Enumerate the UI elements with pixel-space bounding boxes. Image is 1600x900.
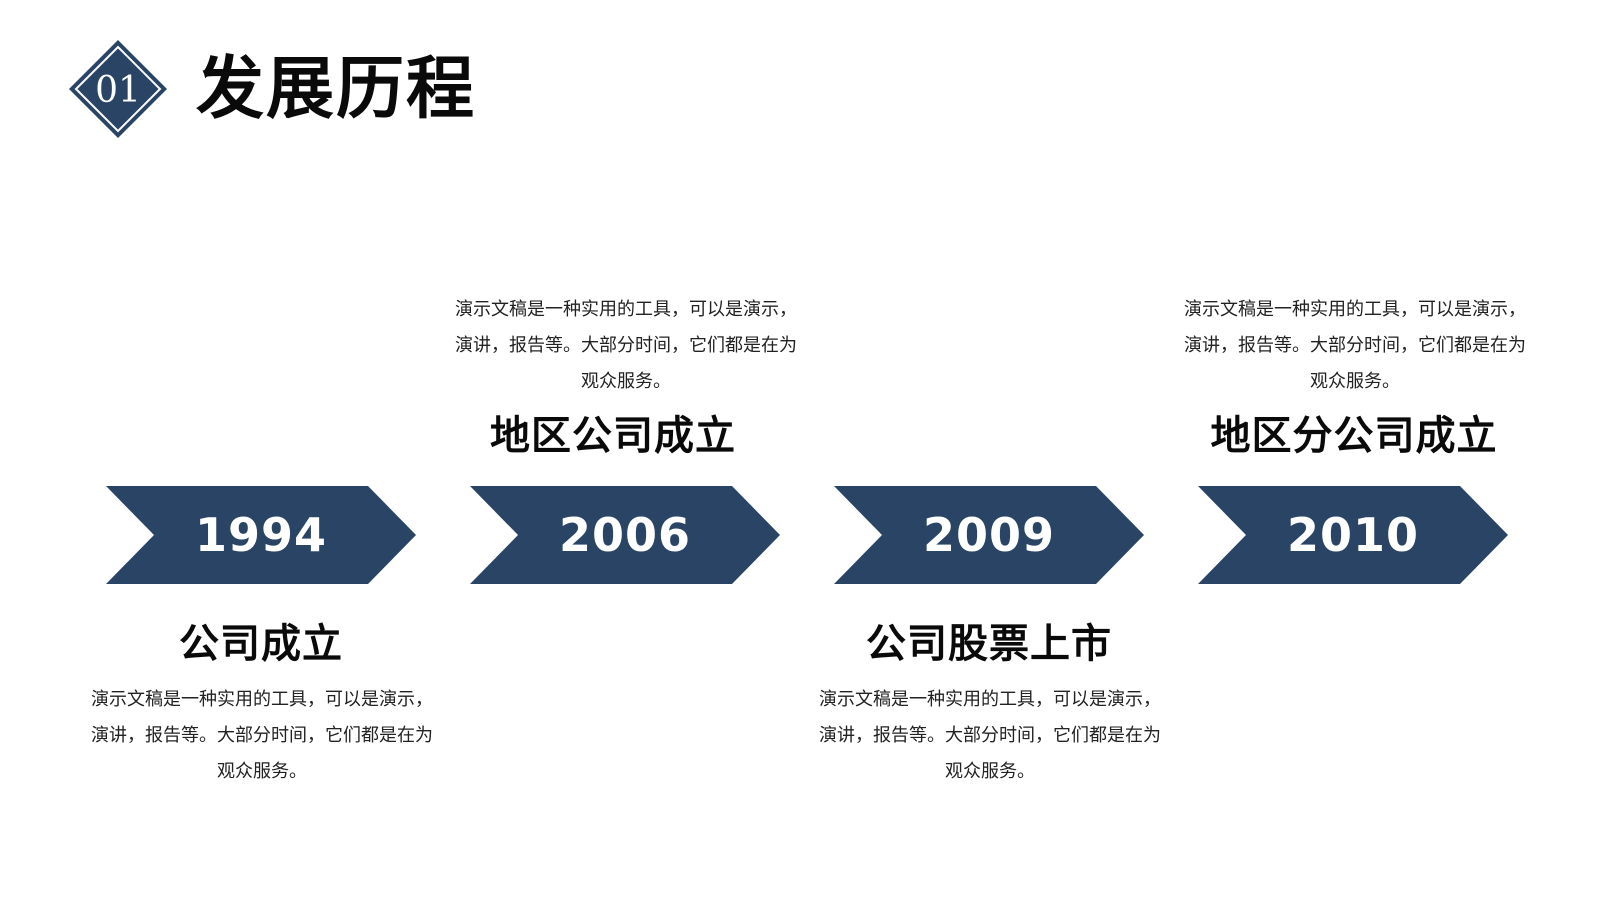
event-description-2010: 演示文稿是一种实用的工具，可以是演示，演讲，报告等。大部分时间，它们都是在为观众… bbox=[1184, 299, 1526, 392]
timeline-arrow-2009: 2009 bbox=[834, 486, 1144, 584]
timeline-year: 2010 bbox=[1286, 508, 1420, 562]
chevron-arrow-icon bbox=[106, 486, 416, 584]
event-title-2009: 公司股票上市 bbox=[866, 621, 1112, 667]
page-title: 发展历程 bbox=[196, 50, 477, 129]
event-title-2006: 地区公司成立 bbox=[490, 413, 736, 459]
timeline-year: 2006 bbox=[558, 508, 692, 562]
timeline-arrow-2010: 2010 bbox=[1198, 486, 1508, 584]
event-description-1994: 演示文稿是一种实用的工具，可以是演示，演讲，报告等。大部分时间，它们都是在为观众… bbox=[91, 689, 433, 782]
badge-number: 01 bbox=[95, 70, 141, 111]
timeline-year: 2009 bbox=[922, 508, 1056, 562]
diamond-badge-icon: 01 bbox=[69, 40, 167, 138]
chevron-arrow-icon bbox=[470, 486, 780, 584]
chevron-arrow-icon bbox=[834, 486, 1144, 584]
timeline-year: 1994 bbox=[194, 508, 328, 562]
event-description-2009: 演示文稿是一种实用的工具，可以是演示，演讲，报告等。大部分时间，它们都是在为观众… bbox=[819, 689, 1161, 782]
event-description-2006: 演示文稿是一种实用的工具，可以是演示，演讲，报告等。大部分时间，它们都是在为观众… bbox=[455, 299, 797, 392]
event-title-1994: 公司成立 bbox=[179, 621, 343, 667]
timeline-arrow-2006: 2006 bbox=[470, 486, 780, 584]
section-number-badge: 01 bbox=[67, 38, 169, 140]
timeline-arrow-1994: 1994 bbox=[106, 486, 416, 584]
chevron-arrow-icon bbox=[1198, 486, 1508, 584]
event-title-2010: 地区分公司成立 bbox=[1210, 413, 1498, 459]
